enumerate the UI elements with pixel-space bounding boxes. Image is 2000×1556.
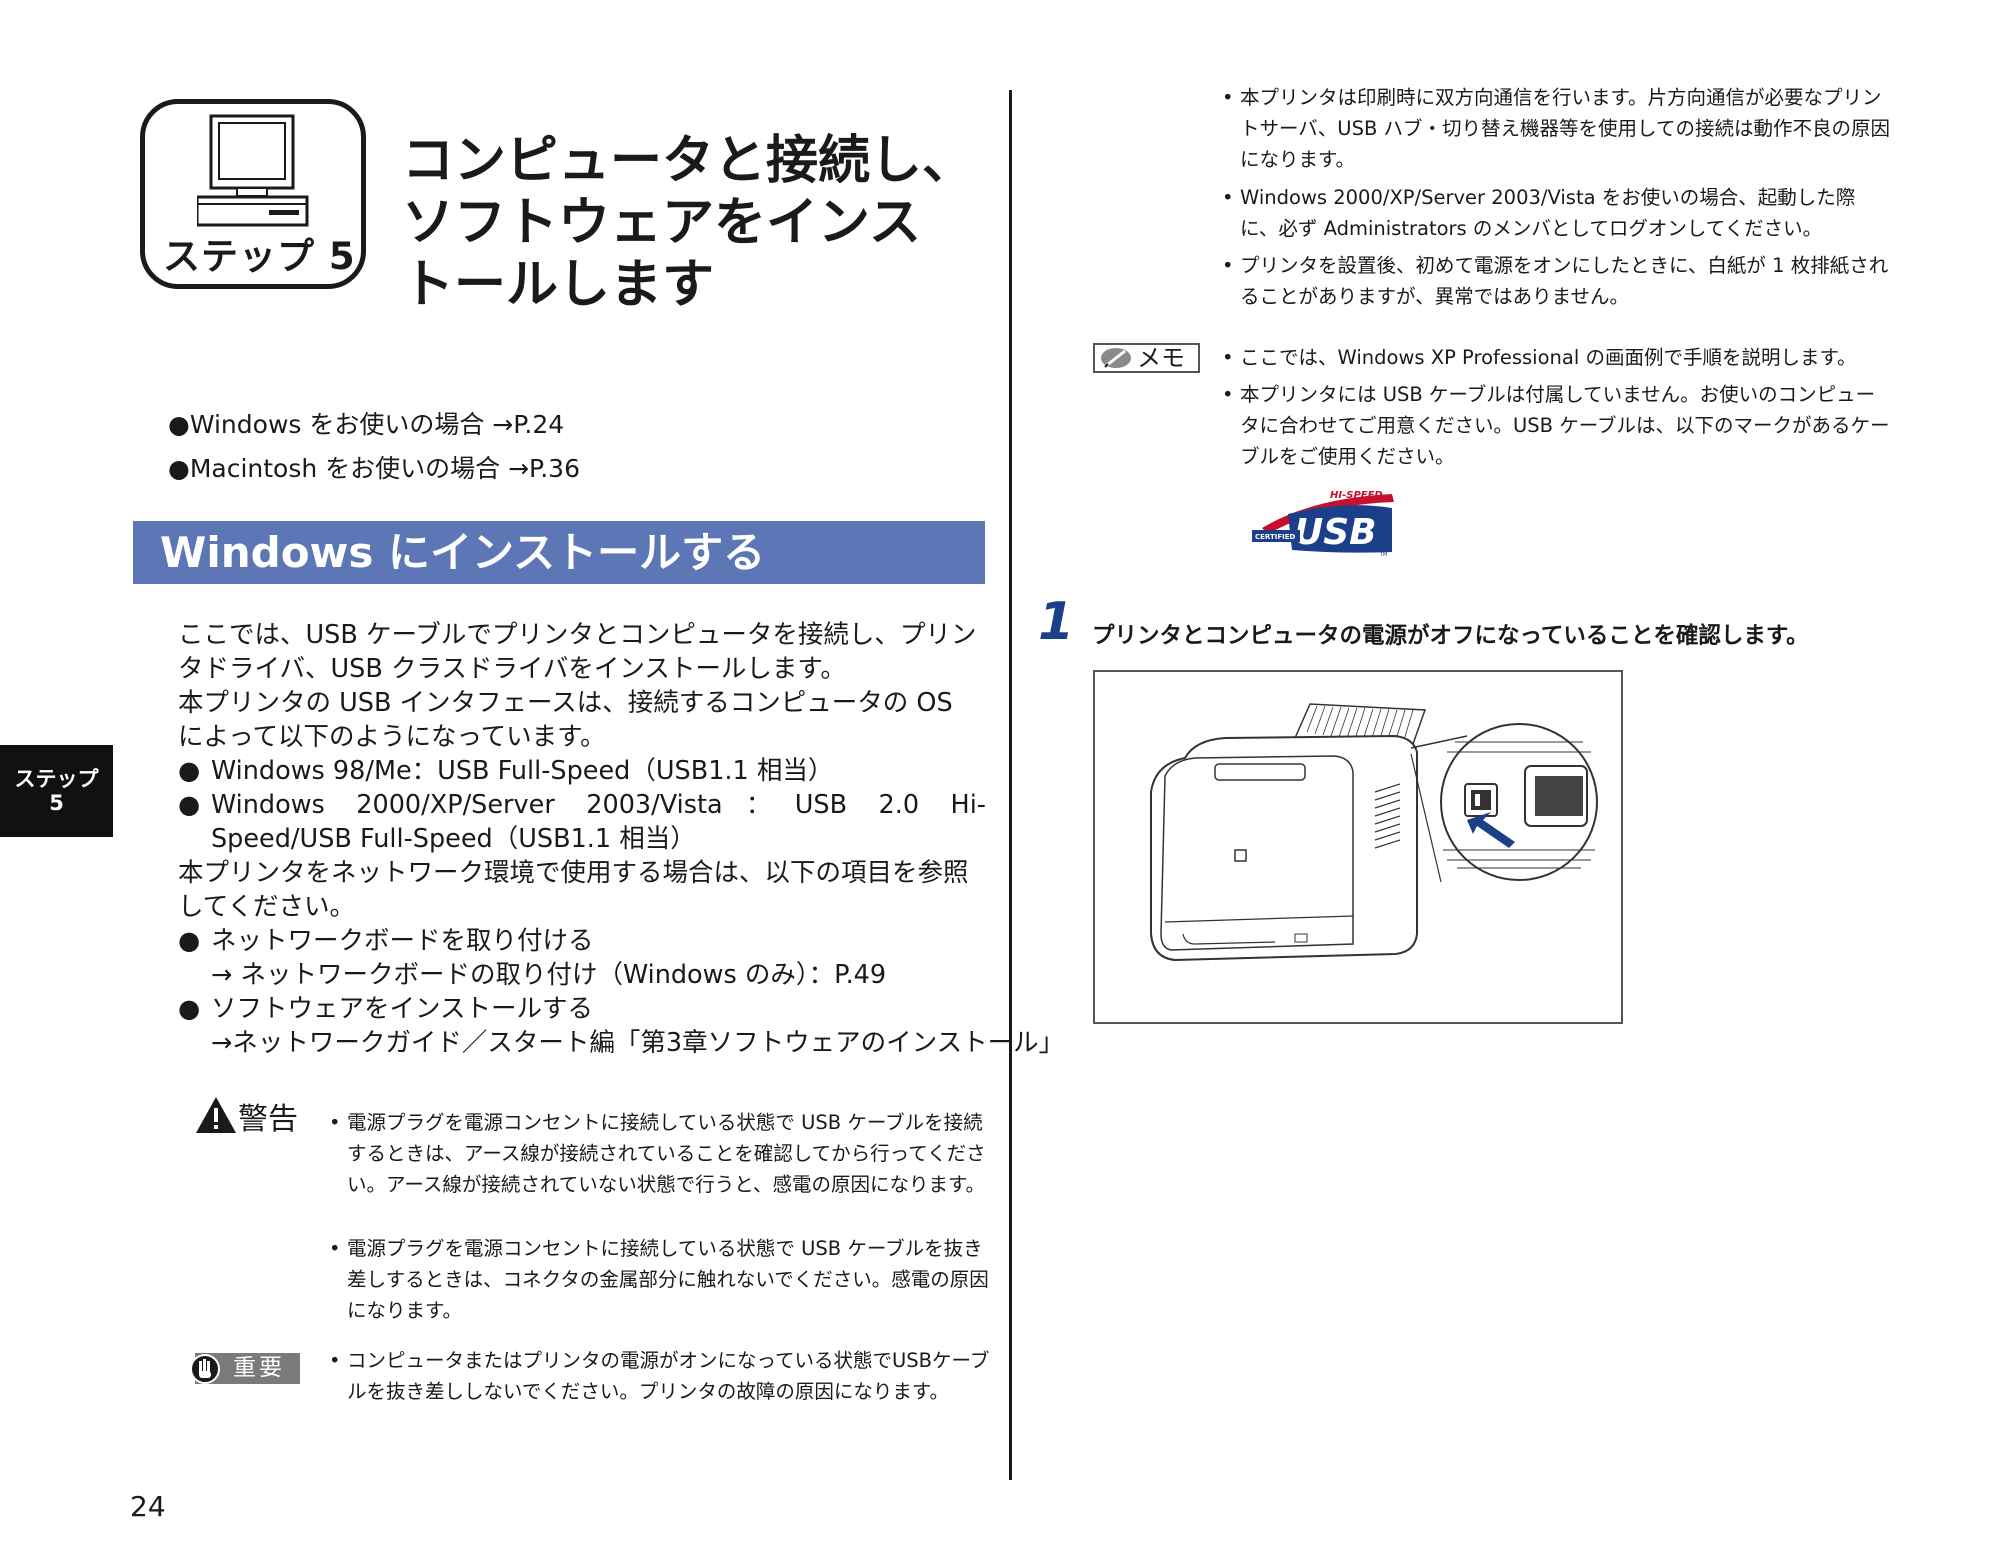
memo-item-text: 本プリンタには USB ケーブルは付属していません。お使いのコンピュータに合わせ…	[1240, 383, 1890, 468]
bullet-icon: •	[1222, 86, 1234, 109]
usb-logo-main-text: USB	[1294, 512, 1377, 553]
network-list-item: ● ネットワークボードを取り付ける → ネットワークボードの取り付け（Windo…	[178, 924, 986, 992]
important-label-text: 重要	[233, 1355, 285, 1381]
memo-item: • 本プリンタには USB ケーブルは付属していません。お使いのコンピュータに合…	[1222, 379, 1890, 472]
bullet-icon: •	[329, 1237, 341, 1260]
os-list-item: ● Windows 98/Me：USB Full-Speed（USB1.1 相当…	[178, 754, 986, 788]
bullet-icon: •	[329, 1349, 341, 1372]
usb-logo-certified-text: CERTIFIED	[1255, 533, 1296, 541]
printer-illustration	[1093, 670, 1623, 1024]
memo-pencil-icon	[1101, 348, 1131, 368]
column-divider	[1009, 90, 1012, 1480]
side-tab-line1: ステップ	[14, 767, 99, 791]
usb-logo-tm-text: TM	[1379, 552, 1387, 556]
os-list-item: ● Windows 2000/XP/Server 2003/Vista：USB …	[178, 788, 986, 856]
network-paragraph: 本プリンタをネットワーク環境で使用する場合は、以下の項目を参照してください。	[178, 858, 969, 922]
warning-label-text: 警告	[238, 1102, 298, 1137]
right-note-item: • プリンタを設置後、初めて電源をオンにしたときに、白紙が 1 枚排紙されること…	[1222, 250, 1890, 312]
bullet-icon: •	[1222, 254, 1234, 277]
network-item-title: ソフトウェアをインストールする	[211, 994, 593, 1024]
os-item-text: Windows 98/Me：USB Full-Speed（USB1.1 相当）	[211, 756, 834, 786]
bullet-icon: •	[1222, 186, 1234, 209]
bullet-icon: ●	[178, 790, 201, 820]
ref-link-macintosh[interactable]: ●Macintosh をお使いの場合 →P.36	[168, 454, 580, 483]
network-item-ref[interactable]: →ネットワークガイド／スタート編「第3章ソフトウェアのインストール」	[211, 1028, 1065, 1058]
network-item-ref[interactable]: → ネットワークボードの取り付け（Windows のみ）：P.49	[211, 960, 887, 990]
step-label: ステップ 5	[163, 235, 356, 278]
bullet-icon: ●	[178, 926, 201, 956]
warning-item: • 電源プラグを電源コンセントに接続している状態で USB ケーブルを接続すると…	[329, 1107, 995, 1200]
right-note-item: • Windows 2000/XP/Server 2003/Vista をお使い…	[1222, 182, 1890, 244]
warning-triangle-icon	[196, 1097, 236, 1133]
important-item: • コンピュータまたはプリンタの電源がオンになっている状態でUSBケーブルを抜き…	[329, 1345, 995, 1407]
body-interface-paragraph: 本プリンタの USB インタフェースは、接続するコンピュータの OS によって以…	[178, 688, 953, 752]
important-label: 重要	[190, 1353, 300, 1384]
bullet-icon: •	[1222, 346, 1234, 369]
warning-label: 警告	[194, 1094, 298, 1138]
important-item-text: コンピュータまたはプリンタの電源がオンになっている状態でUSBケーブルを抜き差し…	[347, 1349, 990, 1403]
right-note-text: 本プリンタは印刷時に双方向通信を行います。片方向通信が必要なプリントサーバ、US…	[1240, 86, 1890, 171]
computer-icon	[197, 114, 309, 227]
side-tab-line2: 5	[49, 791, 64, 815]
stop-hand-icon	[190, 1354, 220, 1384]
side-step-tab[interactable]: ステップ 5	[0, 745, 113, 837]
os-item-text: Windows 2000/XP/Server 2003/Vista：USB 2.…	[211, 790, 986, 854]
step-badge: ステップ 5	[140, 99, 366, 289]
section-header-text: Windows にインストールする	[160, 528, 766, 577]
warning-item: • 電源プラグを電源コンセントに接続している状態で USB ケーブルを抜き差しす…	[329, 1233, 995, 1326]
printer-power-switch-diagram	[1150, 703, 1598, 962]
right-note-text: Windows 2000/XP/Server 2003/Vista をお使いの場…	[1240, 186, 1856, 240]
warning-item-text: 電源プラグを電源コンセントに接続している状態で USB ケーブルを接続するときは…	[347, 1111, 986, 1196]
memo-item-text: ここでは、Windows XP Professional の画面例で手順を説明し…	[1240, 346, 1857, 369]
page-title: コンピュータと接続し、 ソフトウェアをインス トールします	[402, 131, 975, 315]
bullet-icon: •	[1222, 383, 1234, 406]
right-note-text: プリンタを設置後、初めて電源をオンにしたときに、白紙が 1 枚排紙されることがあ…	[1240, 254, 1889, 308]
bullet-icon: ●	[178, 994, 201, 1024]
usb-logo-top-text: HI-SPEED	[1330, 490, 1383, 501]
warning-item-text: 電源プラグを電源コンセントに接続している状態で USB ケーブルを抜き差しすると…	[347, 1237, 989, 1322]
body-intro-paragraph: ここでは、USB ケーブルでプリンタとコンピュータを接続し、プリンタドライバ、U…	[178, 620, 977, 684]
usb-hi-speed-logo: HI-SPEED USB CERTIFIED TM	[1252, 490, 1394, 556]
memo-label: メモ	[1093, 343, 1200, 373]
section-header: Windows にインストールする	[133, 521, 985, 584]
right-note-item: • 本プリンタは印刷時に双方向通信を行います。片方向通信が必要なプリントサーバ、…	[1222, 82, 1890, 175]
step-instruction: プリンタとコンピュータの電源がオフになっていることを確認します。	[1092, 623, 1809, 649]
network-list-item: ● ソフトウェアをインストールする →ネットワークガイド／スタート編「第3章ソフ…	[178, 992, 1065, 1060]
page-number: 24	[130, 1490, 166, 1523]
ref-link-windows[interactable]: ●Windows をお使いの場合 →P.24	[168, 410, 565, 439]
memo-item: • ここでは、Windows XP Professional の画面例で手順を説…	[1222, 342, 1890, 373]
step-number: 1	[1038, 592, 1075, 652]
network-item-title: ネットワークボードを取り付ける	[211, 926, 594, 956]
arrow-icon	[1467, 812, 1515, 848]
bullet-icon: •	[329, 1111, 341, 1134]
bullet-icon: ●	[178, 756, 201, 786]
memo-label-text: メモ	[1137, 344, 1185, 372]
